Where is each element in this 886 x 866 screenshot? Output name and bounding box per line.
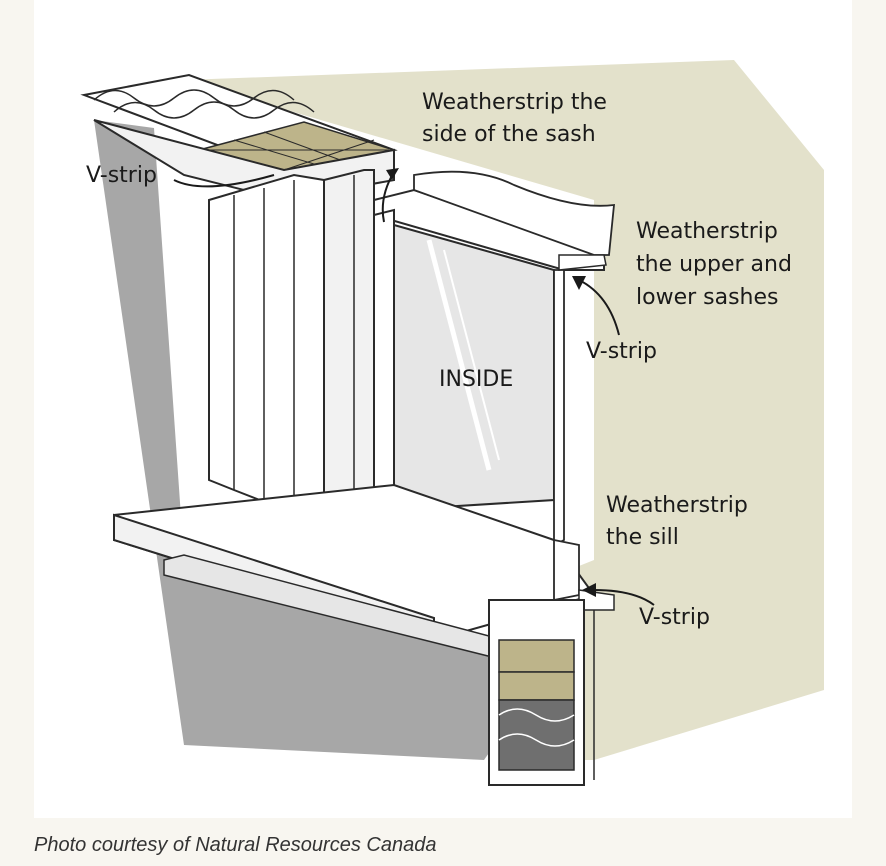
window-weatherstrip-diagram: Weatherstrip the side of the sash V-stri… (34, 0, 852, 818)
vstrip-bottom-pointer (593, 589, 655, 606)
meeting-rail (558, 254, 607, 271)
sill-stop (553, 538, 580, 602)
sash-frame (373, 208, 395, 527)
vstrip-mid-arrowhead (572, 276, 586, 290)
vstrip-bottom-arrowhead (582, 583, 596, 597)
photo-caption: Photo courtesy of Natural Resources Cana… (34, 834, 437, 856)
label-weatherstrip-sashes-line-3: lower sashes (636, 285, 779, 310)
label-weatherstrip-sill-line-1: Weatherstrip (606, 493, 748, 518)
label-weatherstrip-side-line-2: side of the sash (422, 122, 596, 147)
label-weatherstrip-sashes-line-1: Weatherstrip (636, 219, 778, 244)
jamb (323, 169, 375, 526)
side-casing (208, 173, 325, 527)
interior-wall-plane (94, 120, 554, 760)
label-inside: INSIDE (439, 367, 514, 392)
vstrip-mid-pointer (578, 279, 620, 336)
sash-right-stile (553, 269, 565, 547)
label-vstrip-mid: V-strip (586, 339, 657, 364)
label-vstrip-top: V-strip (86, 163, 157, 188)
vstrip-top-pointer (173, 174, 275, 188)
label-weatherstrip-sashes-line-2: the upper and (636, 252, 792, 277)
label-weatherstrip-sill-line-2: the sill (606, 525, 679, 550)
weatherstrip-side-arrowhead (386, 168, 399, 180)
wall-insulation-batt-2 (498, 671, 575, 701)
wall-insulation-batt (498, 639, 575, 673)
diagram-illustration (80, 60, 824, 786)
label-weatherstrip-side-line-1: Weatherstrip the (422, 90, 607, 115)
label-vstrip-bottom: V-strip (639, 605, 710, 630)
exterior-wall-plane (184, 60, 824, 760)
